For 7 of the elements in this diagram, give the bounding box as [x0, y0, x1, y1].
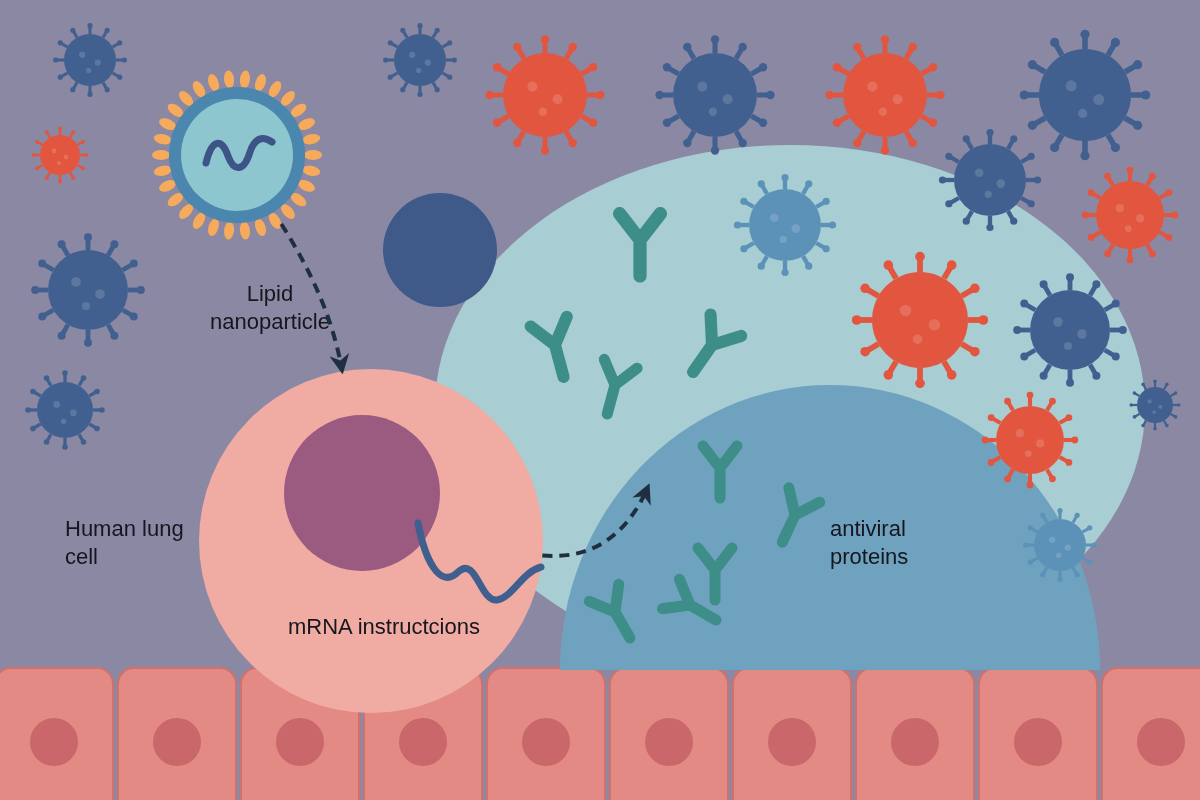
node-label: antiviral proteins [830, 515, 910, 570]
node-label: Lipid nanoparticle [209, 280, 331, 335]
node-label: Human lung cell [65, 515, 185, 570]
arrow [279, 222, 349, 375]
nucleus [284, 415, 440, 571]
node-label: mRNA instructcions [288, 613, 481, 641]
arrow [542, 483, 651, 558]
